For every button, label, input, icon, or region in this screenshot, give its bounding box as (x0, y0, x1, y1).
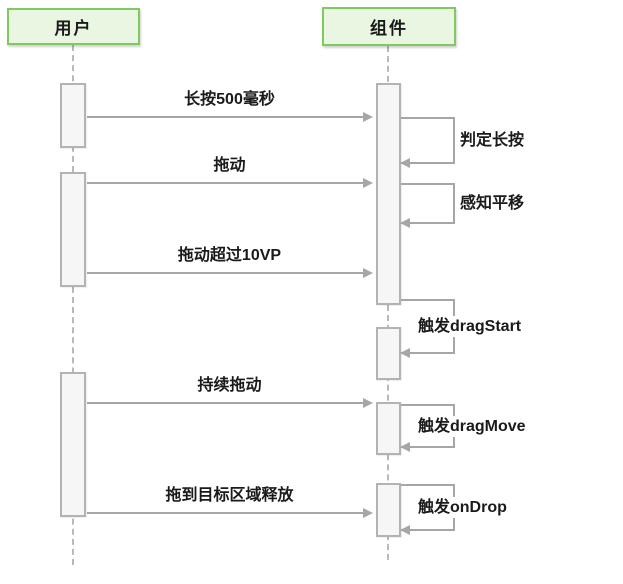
activation-bar-component-1 (376, 83, 401, 305)
arrowhead-right-icon (363, 398, 373, 408)
arrowhead-right-icon (363, 178, 373, 188)
actor-component-label: 组件 (370, 19, 408, 38)
actor-box-user: 用户 (7, 8, 140, 45)
actor-box-component: 组件 (322, 7, 456, 46)
message-2-label: 拖动 (213, 157, 246, 174)
arrowhead-right-icon (363, 268, 373, 278)
arrowhead-right-icon (363, 112, 373, 122)
activation-bar-user-3 (60, 372, 86, 517)
message-2-line (87, 182, 367, 184)
message-1-label: 长按500毫秒 (184, 91, 275, 108)
self-message-5-label: 触发onDrop (415, 497, 510, 518)
message-4-line (87, 402, 367, 404)
message-3-line (87, 272, 367, 274)
activation-bar-user-1 (60, 83, 86, 148)
arrowhead-left-icon (400, 158, 410, 168)
arrowhead-left-icon (400, 442, 410, 452)
arrowhead-left-icon (400, 218, 410, 228)
message-5-label: 拖到目标区域释放 (165, 487, 294, 504)
self-message-1-label: 判定长按 (457, 130, 528, 151)
activation-bar-component-3 (376, 402, 401, 455)
message-1-line (87, 116, 367, 118)
arrowhead-left-icon (400, 348, 410, 358)
self-message-4-label: 触发dragMove (415, 416, 529, 437)
activation-bar-component-2 (376, 327, 401, 380)
lifeline-user (72, 45, 74, 565)
self-message-1-loop (400, 117, 455, 168)
actor-user-label: 用户 (54, 19, 93, 38)
self-message-2-label: 感知平移 (457, 193, 528, 214)
arrowhead-left-icon (400, 525, 410, 535)
self-message-3-label: 触发dragStart (415, 316, 525, 337)
message-5-line (87, 512, 367, 514)
activation-bar-user-2 (60, 172, 86, 287)
activation-bar-component-4 (376, 483, 401, 537)
arrowhead-right-icon (363, 508, 373, 518)
self-message-2-loop (400, 183, 455, 228)
message-3-label: 拖动超过10VP (177, 247, 282, 264)
message-4-label: 持续拖动 (197, 377, 262, 394)
